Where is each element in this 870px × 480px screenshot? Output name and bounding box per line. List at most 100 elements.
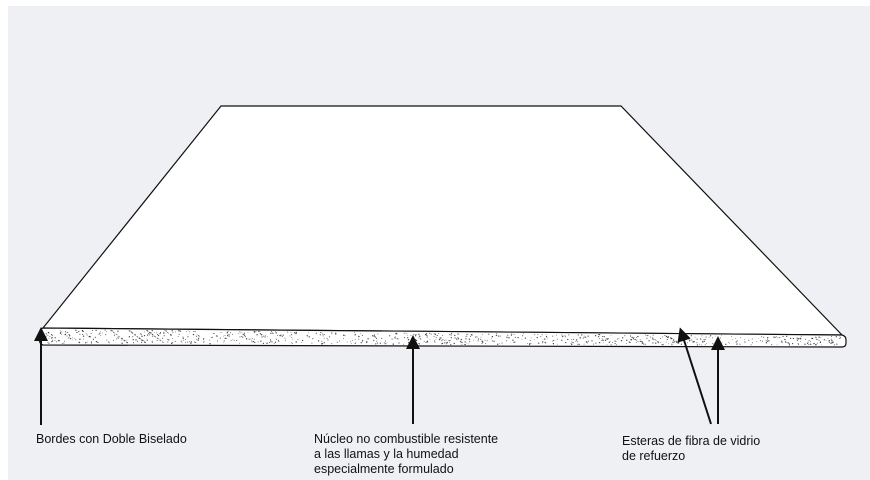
core-speckle: [768, 340, 770, 342]
core-speckle: [839, 336, 841, 337]
core-speckle: [694, 336, 696, 338]
core-speckle: [639, 339, 641, 340]
core-speckle: [633, 337, 635, 338]
core-speckle: [665, 335, 668, 338]
core-speckle: [85, 333, 87, 335]
core-speckle: [54, 337, 56, 339]
core-speckle: [129, 330, 131, 332]
core-speckle: [78, 330, 80, 333]
core-speckle: [290, 332, 292, 333]
core-speckle: [594, 335, 597, 337]
core-speckle: [184, 339, 186, 341]
core-speckle: [810, 341, 811, 343]
core-speckle: [614, 343, 616, 345]
core-speckle: [395, 332, 397, 335]
core-speckle: [800, 335, 802, 337]
core-speckle: [572, 341, 574, 344]
core-speckle: [561, 334, 563, 336]
board-top-face: [41, 105, 844, 336]
core-speckle: [744, 341, 746, 343]
core-speckle: [454, 337, 456, 339]
core-speckle: [438, 333, 440, 335]
core-speckle: [280, 335, 282, 337]
core-speckle: [425, 341, 427, 343]
core-speckle: [781, 341, 783, 343]
core-speckle: [464, 341, 466, 343]
core-speckle: [543, 338, 545, 340]
core-speckle: [720, 337, 722, 339]
core-speckle: [740, 337, 742, 339]
core-speckle: [828, 341, 830, 343]
core-speckle: [262, 342, 265, 345]
core-speckle: [277, 334, 278, 336]
core-speckle: [404, 332, 406, 334]
core-speckle: [151, 341, 153, 343]
core-speckle: [45, 333, 48, 335]
core-speckle: [575, 339, 578, 341]
core-speckle: [744, 339, 746, 341]
core-speckle: [98, 333, 100, 335]
core-speckle: [534, 334, 536, 336]
core-speckle: [163, 335, 165, 337]
core-speckle: [499, 335, 501, 337]
core-speckle: [99, 332, 101, 334]
core-speckle: [216, 340, 219, 342]
core-speckle: [799, 341, 801, 343]
core-speckle: [118, 335, 120, 337]
core-speckle: [375, 337, 378, 339]
core-speckle: [136, 335, 138, 337]
core-speckle: [533, 339, 535, 341]
core-speckle: [786, 341, 788, 343]
core-speckle: [233, 340, 235, 342]
core-speckle: [223, 340, 225, 342]
core-speckle: [495, 334, 498, 337]
core-speckle: [381, 337, 383, 339]
core-speckle: [836, 343, 838, 345]
core-speckle: [319, 334, 321, 336]
core-speckle: [367, 338, 369, 340]
core-speckle: [823, 339, 825, 341]
core-speckle: [124, 340, 126, 342]
core-speckle: [808, 343, 810, 345]
core-speckle: [163, 342, 164, 343]
core-speckle: [806, 343, 809, 345]
core-speckle: [168, 332, 169, 334]
label-edges-line-1: Bordes con Doble Biselado: [36, 432, 187, 446]
core-speckle: [703, 338, 705, 340]
core-speckle: [242, 333, 244, 335]
core-speckle: [571, 341, 572, 343]
core-speckle: [187, 341, 189, 343]
core-speckle: [415, 334, 417, 336]
core-speckle: [360, 342, 362, 344]
core-speckle: [278, 341, 280, 343]
core-speckle: [679, 337, 681, 339]
core-speckle: [470, 336, 472, 337]
core-speckle: [498, 343, 500, 345]
core-speckle: [779, 337, 781, 339]
core-speckle: [666, 338, 668, 341]
core-speckle: [339, 340, 341, 342]
core-speckle: [751, 342, 753, 344]
core-speckle: [782, 335, 784, 338]
core-speckle: [409, 343, 412, 345]
core-speckle: [511, 333, 513, 335]
core-speckle: [601, 339, 603, 341]
core-speckle: [464, 344, 466, 345]
core-speckle: [635, 336, 637, 338]
core-speckle: [505, 340, 507, 342]
core-speckle: [410, 343, 413, 345]
core-speckle: [224, 337, 226, 339]
core-speckle: [239, 336, 241, 338]
core-speckle: [133, 333, 135, 335]
core-speckle: [371, 335, 374, 337]
core-speckle: [185, 341, 187, 343]
core-speckle: [322, 333, 324, 335]
core-speckle: [350, 341, 352, 343]
core-speckle: [646, 337, 648, 339]
core-speckle: [781, 340, 783, 342]
core-speckle: [152, 334, 154, 336]
core-speckle: [691, 339, 693, 341]
label-mats: Esteras de fibra de vidrio de refuerzo: [622, 434, 760, 464]
core-speckle: [97, 341, 99, 344]
